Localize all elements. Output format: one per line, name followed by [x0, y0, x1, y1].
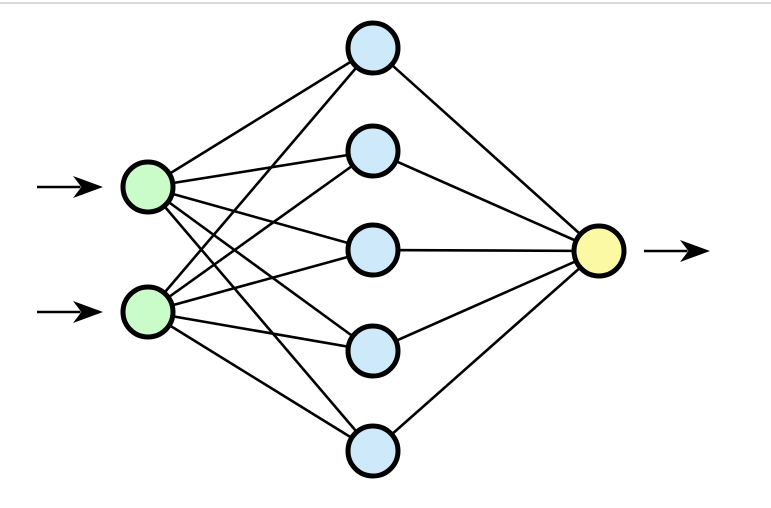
edge-input-2-to-hidden-3 [147, 248, 374, 314]
hidden-node-hidden-3 [345, 222, 401, 278]
edge-hidden-4-to-output-1 [372, 249, 600, 353]
edge-input-2-to-hidden-2 [147, 149, 374, 314]
hidden-node-hidden-4 [345, 323, 401, 379]
edge-hidden-1-to-output-1 [372, 47, 600, 252]
edge-input-2-to-hidden-5 [147, 310, 374, 453]
input-arrow-2-head [73, 301, 103, 323]
edge-input-1-to-hidden-2 [147, 149, 374, 189]
top-border-rule [0, 2, 771, 4]
edge-hidden-2-to-output-1 [372, 149, 600, 253]
input-node-input-2 [120, 284, 176, 340]
output-arrow-head [680, 240, 710, 262]
hidden-node-hidden-1 [345, 20, 401, 76]
edge-hidden-3-to-output-1 [372, 248, 600, 253]
edge-input-1-to-hidden-1 [147, 46, 374, 189]
edge-hidden-5-to-output-1 [372, 250, 600, 452]
edge-input-2-to-hidden-4 [147, 310, 374, 353]
edge-input-1-to-hidden-3 [147, 185, 374, 252]
edge-input-2-to-hidden-1 [147, 47, 374, 313]
input-node-input-1 [120, 159, 176, 215]
hidden-node-hidden-5 [345, 423, 401, 479]
output-node-output-1 [571, 223, 627, 279]
edge-input-1-to-hidden-5 [147, 186, 374, 452]
hidden-node-hidden-2 [345, 123, 401, 179]
edge-input-1-to-hidden-4 [147, 185, 374, 353]
input-arrow-1-head [73, 176, 103, 198]
